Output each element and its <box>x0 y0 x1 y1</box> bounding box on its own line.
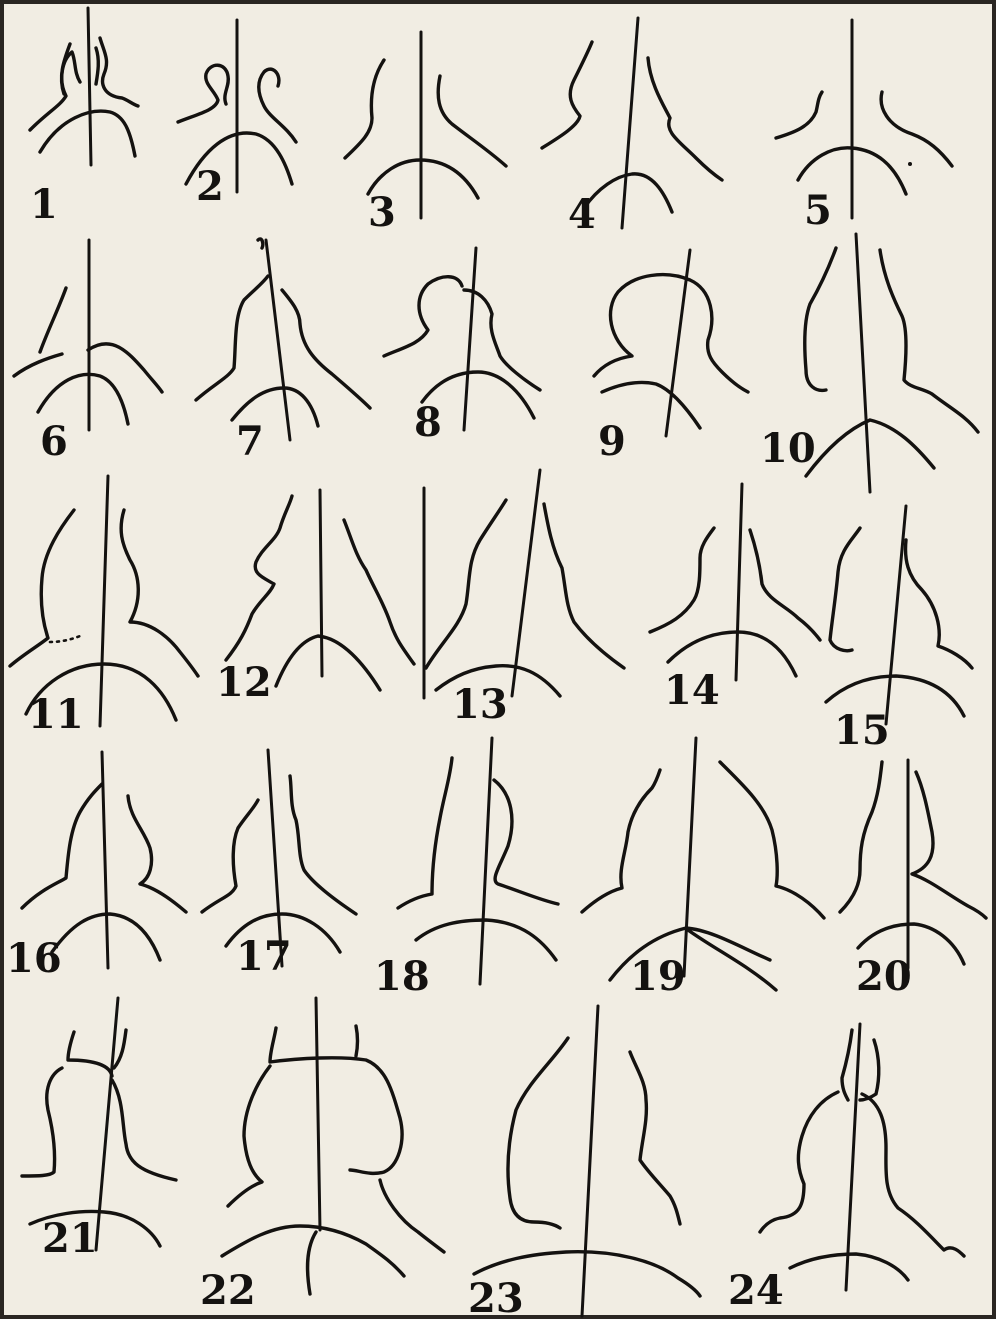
figure-4-label: 4 <box>568 191 596 238</box>
figure-20-label: 20 <box>856 953 912 1000</box>
figure-11 <box>10 476 198 726</box>
figure-1-label: 1 <box>30 181 58 228</box>
figure-19-label: 19 <box>630 953 686 1000</box>
figure-23 <box>474 1006 700 1316</box>
figure-8 <box>384 248 540 430</box>
figure-1 <box>30 8 138 165</box>
figure-14 <box>650 484 820 680</box>
figure-24 <box>760 1024 964 1290</box>
figure-10 <box>805 234 978 492</box>
figure-2-label: 2 <box>196 163 224 210</box>
figure-7-label: 7 <box>236 418 264 465</box>
figure-17-label: 17 <box>236 933 292 980</box>
figure-21-label: 21 <box>42 1215 98 1262</box>
figure-7 <box>196 239 370 440</box>
figure-20 <box>840 760 986 968</box>
figure-3-label: 3 <box>368 189 396 236</box>
figure-5-label: 5 <box>804 187 832 234</box>
figure-24-label: 24 <box>728 1267 784 1314</box>
figure-9 <box>594 250 748 436</box>
figure-22-label: 22 <box>200 1267 256 1314</box>
figure-21 <box>22 998 176 1250</box>
figure-5 <box>776 20 952 218</box>
figure-16-label: 16 <box>6 935 62 982</box>
figure-14-label: 14 <box>664 667 720 714</box>
figure-8-label: 8 <box>414 399 442 446</box>
figure-22 <box>222 998 444 1294</box>
figure-19 <box>582 738 824 990</box>
figure-18 <box>398 738 558 984</box>
figure-15-label: 15 <box>834 707 890 754</box>
figure-18-label: 18 <box>374 953 430 1000</box>
figure-10-label: 10 <box>760 425 816 472</box>
figure-11-label: 11 <box>28 691 84 738</box>
figure-6 <box>14 240 162 430</box>
figure-15 <box>826 506 972 724</box>
figure-13 <box>424 470 624 698</box>
figure-23-label: 23 <box>468 1275 524 1319</box>
figure-12-label: 12 <box>216 659 272 706</box>
figure-6-label: 6 <box>40 418 68 465</box>
figure-13-label: 13 <box>452 681 508 728</box>
figure-9-label: 9 <box>598 418 626 465</box>
